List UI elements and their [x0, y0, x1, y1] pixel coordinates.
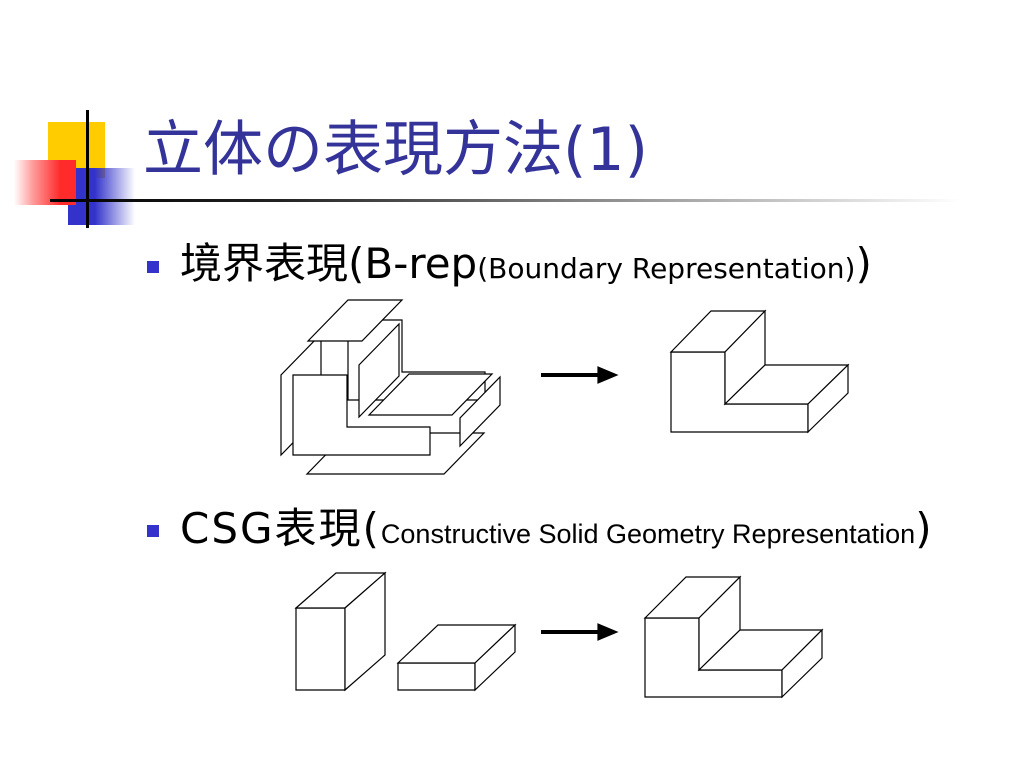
bullet-square-icon: [147, 525, 159, 537]
bullet-csg-sub: Constructive Solid Geometry Representati…: [380, 519, 916, 549]
bullet-brep-close: ): [855, 239, 872, 288]
csg-result-solid: [643, 575, 824, 699]
bullet-csg-main: CSG表現(: [180, 504, 381, 553]
solid-step-face: [724, 309, 766, 406]
arrow-head: [597, 623, 619, 641]
bullet-brep: 境界表現(B-rep(Boundary Representation)): [180, 238, 872, 290]
solid-top-face-low: [697, 629, 824, 671]
bullet-square-icon: [147, 261, 159, 273]
flat-box-right-face: [474, 623, 516, 692]
brep-front-face: [292, 374, 431, 456]
bullet-brep-sub: (Boundary Representation): [477, 252, 856, 285]
flat-box-top-face: [396, 624, 517, 664]
csg-tall-box: [294, 571, 387, 692]
brep-bottom-face: [305, 432, 486, 475]
flat-box-front-face: [397, 662, 476, 691]
logo-red-bar: [14, 160, 76, 205]
solid-right-face-low: [781, 628, 823, 699]
logo-blue-square: [68, 168, 135, 225]
slide-title: 立体の表現方法(1): [143, 115, 648, 185]
solid-right-face-low: [807, 363, 849, 434]
title-underline: [50, 199, 960, 202]
tall-box-front-face: [295, 607, 346, 691]
brep-exploded-figure: [280, 299, 501, 475]
arrow-right-icon: [541, 366, 619, 384]
solid-top-face-tall: [643, 576, 742, 619]
logo-vertical-line: [86, 110, 89, 228]
solid-front-face: [670, 351, 809, 433]
brep-right-face-low: [459, 375, 501, 448]
tall-box-right-face: [344, 571, 386, 692]
solid-step-face: [698, 575, 741, 672]
csg-flat-box: [396, 623, 517, 692]
brep-step-face: [358, 322, 400, 419]
brep-back-face: [347, 319, 486, 401]
brep-result-solid: [669, 309, 850, 434]
arrow-right-icon: [541, 623, 619, 641]
solid-top-face-low: [723, 364, 850, 405]
tall-box-top-face: [294, 572, 387, 609]
bullet-csg-close: ): [915, 504, 932, 553]
solid-top-face-tall: [669, 310, 767, 353]
solid-front-face: [644, 617, 783, 698]
arrow-head: [597, 366, 619, 384]
bullet-csg: CSG表現(Constructive Solid Geometry Repres…: [180, 503, 932, 555]
brep-left-face: [280, 332, 322, 457]
brep-top-face-tall: [306, 299, 404, 342]
brep-top-face-low: [367, 373, 494, 416]
bullet-brep-main: 境界表現(B-rep: [180, 239, 478, 288]
